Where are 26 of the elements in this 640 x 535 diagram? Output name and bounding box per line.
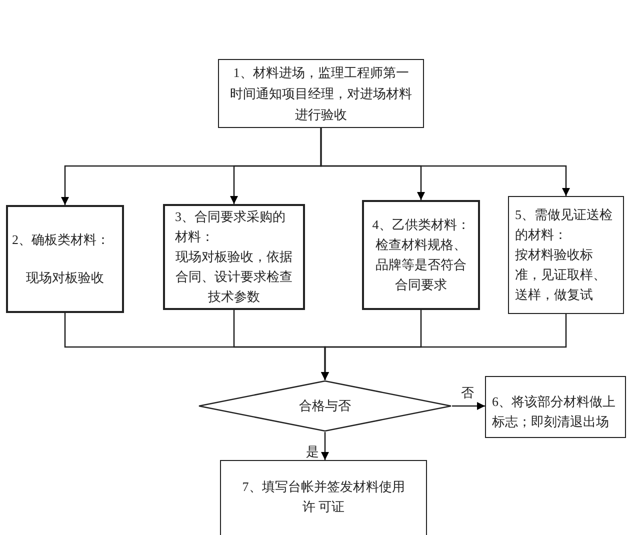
arrow — [452, 402, 485, 410]
edge-label: 否 — [460, 385, 475, 401]
step-text: 现场对板验收，依据合同、设计要求检查技术参数 — [175, 248, 293, 306]
step-text: 3、合同要求采购的材料： — [175, 208, 286, 246]
arrow — [321, 314, 567, 380]
step-text: 7、填写台帐并签发材料使用许 可证 — [241, 478, 406, 516]
step-text: 合格与否 — [298, 397, 352, 415]
process-box — [163, 204, 305, 310]
process-box — [508, 196, 624, 314]
step-text: 5、需做见证送检的材料： — [515, 206, 614, 244]
process-box — [6, 205, 124, 313]
process-box — [220, 460, 427, 535]
edge-label: 是 — [305, 444, 320, 460]
arrow — [321, 432, 329, 460]
step-text: 6、将该部分材料做上标志；即刻清退出场 — [492, 393, 616, 431]
arrow — [320, 128, 570, 196]
step-text: 检查材料规格、品牌等是否符合合同要求 — [374, 236, 468, 294]
decision-diamond — [198, 380, 452, 432]
process-box — [218, 59, 424, 128]
step-text: 按材料验收标准，见证取样、送样，做复试 — [515, 246, 607, 304]
step-text: 现场对板验收 — [25, 269, 105, 287]
step-text: 4、乙供类材料： — [371, 216, 471, 234]
process-box — [362, 200, 480, 310]
step-text: 2、确板类材料： — [12, 231, 110, 249]
step-text: 1、材料进场，监理工程师第一时间通知项目经理，对进场材料进行验收 — [229, 64, 413, 124]
process-box — [485, 376, 626, 438]
